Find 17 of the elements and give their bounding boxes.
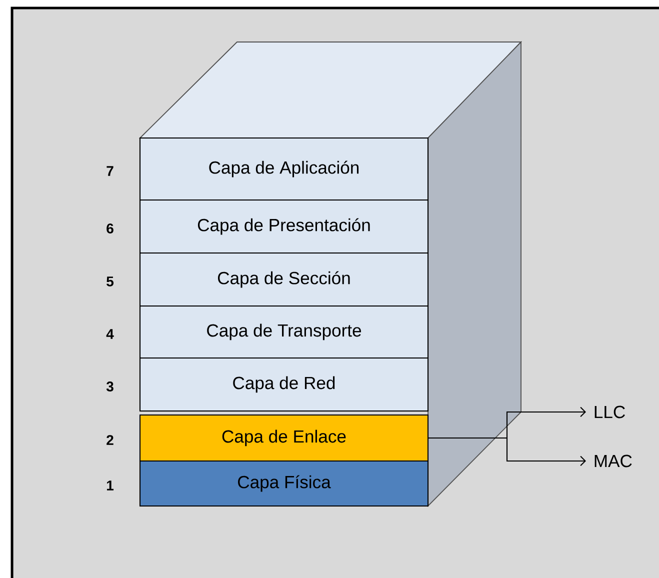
layer-number: 3	[106, 382, 114, 392]
layer-box: Capa de Aplicación	[139, 137, 429, 201]
layer-box: Capa de Enlace	[139, 414, 429, 462]
sublayer-label: LLC	[594, 406, 625, 418]
layer-number: 2	[106, 435, 114, 445]
layer-number: 7	[106, 166, 114, 176]
layer-box: Capa de Red	[139, 357, 429, 412]
layer-box: Capa de Sección	[139, 252, 429, 307]
layer-box: Capa de Presentación	[139, 199, 429, 254]
layer-box: Capa de Transporte	[139, 305, 429, 359]
layer-number: 1	[106, 480, 114, 490]
sublayer-label: MAC	[594, 454, 632, 468]
layer-number: 6	[106, 224, 114, 234]
layer-number: 4	[106, 329, 114, 339]
layer-box: Capa Física	[139, 460, 429, 507]
split-arrow	[428, 437, 586, 466]
layer-number: 5	[106, 276, 114, 286]
